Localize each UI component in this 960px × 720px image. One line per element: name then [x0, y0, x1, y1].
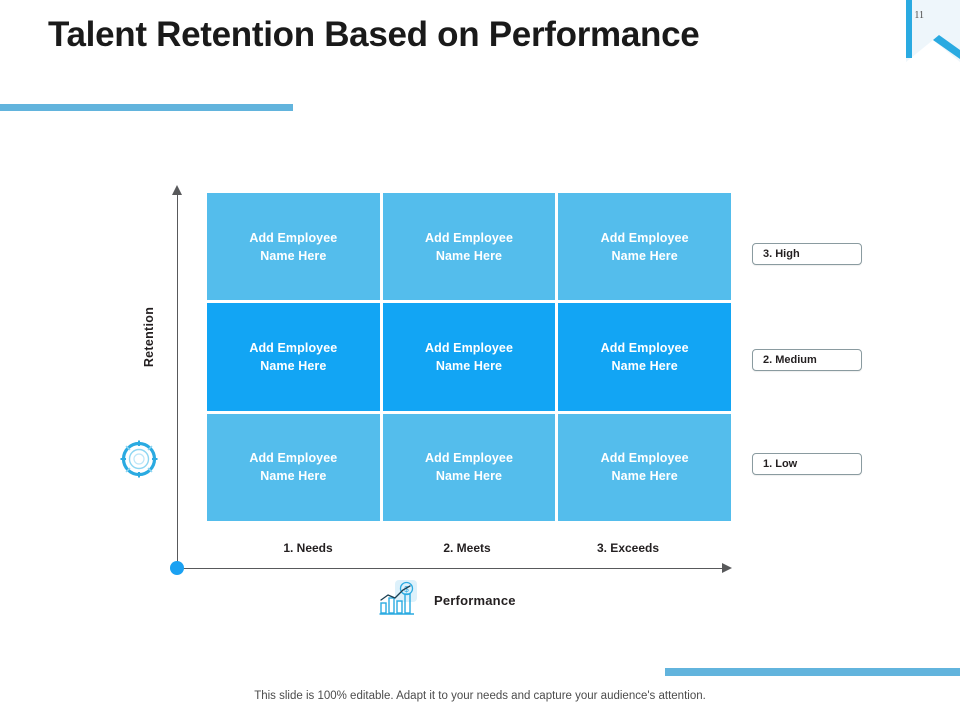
matrix-cell-medium-meets[interactable]: Add Employee Name Here	[382, 303, 556, 411]
matrix-cell-medium-exceeds[interactable]: Add Employee Name Here	[558, 303, 731, 411]
retention-level-low[interactable]: 1. Low	[752, 453, 862, 475]
footer-note: This slide is 100% editable. Adapt it to…	[254, 690, 706, 702]
matrix-cell-low-meets[interactable]: Add Employee Name Here	[382, 413, 556, 521]
footer-accent-bar	[665, 668, 960, 676]
svg-text:$: $	[404, 585, 409, 594]
matrix-cell-text-line2: Name Here	[435, 248, 503, 263]
matrix-cell-text-line2: Name Here	[611, 248, 678, 263]
y-axis-arrowhead-icon	[172, 185, 182, 195]
matrix-cell-text-line1: Add Employee	[249, 230, 338, 245]
matrix-cell-text-line1: Add Employee	[424, 340, 513, 355]
matrix-cell-text-line2: Name Here	[611, 469, 678, 484]
performance-retention-matrix: Add Employee Name Here Add Employee Name…	[207, 193, 731, 521]
matrix-cell-text-line2: Name Here	[611, 358, 678, 373]
origin-dot-marker	[170, 561, 184, 575]
performance-category-meets: 2. Meets	[443, 541, 491, 555]
slide-number: 11	[914, 10, 924, 21]
corner-ribbon-decoration	[892, 0, 960, 62]
matrix-cell-text-line2: Name Here	[260, 469, 327, 484]
matrix-cell-text-line1: Add Employee	[249, 451, 338, 466]
performance-category-exceeds: 3. Exceeds	[596, 541, 660, 555]
matrix-cell-low-exceeds[interactable]: Add Employee Name Here	[558, 413, 731, 521]
matrix-cell-text-line1: Add Employee	[424, 451, 513, 466]
matrix-cell-text-line1: Add Employee	[249, 340, 338, 355]
matrix-cell-text-line1: Add Employee	[600, 451, 689, 466]
matrix-cell-text-line1: Add Employee	[600, 230, 689, 245]
matrix-cell-text-line2: Name Here	[435, 469, 503, 484]
matrix-cell-text-line2: Name Here	[260, 358, 327, 373]
matrix-cell-text-line1: Add Employee	[424, 230, 513, 245]
matrix-cell-text-line1: Add Employee	[600, 340, 689, 355]
page-title: Talent Retention Based on Performance	[48, 15, 700, 54]
x-axis-title: Performance	[434, 593, 516, 608]
x-axis-arrowhead-icon	[722, 563, 732, 573]
y-axis-title: Retention	[142, 306, 156, 368]
matrix-cell-medium-needs[interactable]: Add Employee Name Here	[207, 303, 380, 411]
circular-target-icon	[120, 440, 158, 478]
x-axis-line	[177, 568, 725, 569]
matrix-cell-high-needs[interactable]: Add Employee Name Here	[207, 193, 380, 301]
matrix-cell-high-meets[interactable]: Add Employee Name Here	[382, 193, 556, 301]
retention-level-high[interactable]: 3. High	[752, 243, 862, 265]
y-axis-line	[177, 190, 178, 569]
matrix-cell-high-exceeds[interactable]: Add Employee Name Here	[558, 193, 731, 301]
matrix-cell-low-needs[interactable]: Add Employee Name Here	[207, 413, 380, 521]
performance-category-needs: 1. Needs	[283, 541, 333, 555]
bar-chart-growth-icon: $	[378, 578, 420, 623]
title-accent-bar	[0, 104, 293, 111]
matrix-cell-text-line2: Name Here	[435, 358, 503, 373]
matrix-cell-text-line2: Name Here	[260, 248, 327, 263]
retention-level-medium[interactable]: 2. Medium	[752, 349, 862, 371]
x-axis-title-group: $ Performance	[378, 578, 516, 623]
